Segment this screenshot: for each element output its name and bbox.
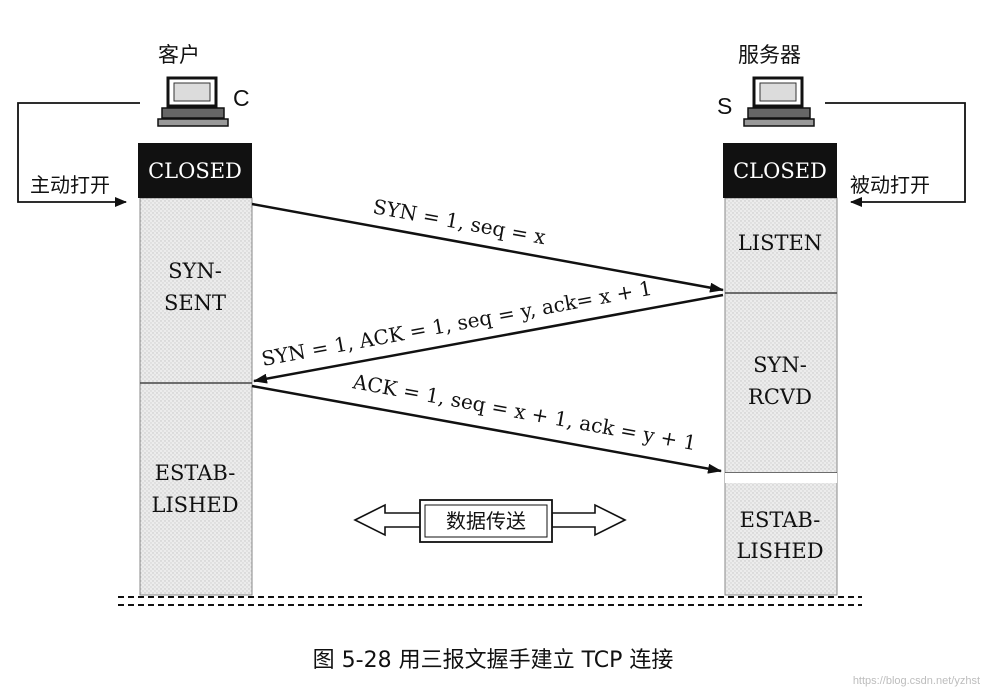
server-letter: S [717,93,732,119]
client-timeline [139,197,253,596]
server-syn-rcvd-line2: RCVD [748,385,812,409]
client-closed-label: CLOSED [148,159,242,183]
client-letter: C [233,85,250,111]
client-syn-sent-line1: SYN- [168,259,222,283]
active-open-label: 主动打开 [30,173,110,197]
client-syn-sent-line2: SENT [164,291,226,315]
server-established-line1: ESTAB- [740,508,821,532]
server-computer-icon [743,76,815,127]
active-open-arrow [17,102,140,207]
data-transfer-arrow [353,499,627,543]
syn-ack-arrow [253,293,724,384]
client-established-line1: ESTAB- [155,461,236,485]
passive-open-arrow [825,102,966,207]
client-title: 客户 [158,43,200,67]
client-closed-box [138,143,252,198]
server-gap [725,473,837,483]
server-listen-label: LISTEN [738,231,822,255]
server-title: 服务器 [738,43,801,67]
syn-arrow [251,202,724,293]
passive-open-label: 被动打开 [850,173,930,197]
server-timeline [724,197,838,596]
client-computer-icon [157,76,229,127]
watermark: https://blog.csdn.net/yzhst [853,675,980,687]
syn-ack-label: SYN = 1, ACK = 1, seq = y, ack= x + 1 [260,276,654,371]
data-transfer-label: 数据传送 [446,509,526,533]
server-established-line2: LISHED [736,539,823,563]
server-syn-rcvd-line1: SYN- [753,353,807,377]
server-closed-label: CLOSED [733,159,827,183]
figure-caption: 图 5-28 用三报文握手建立 TCP 连接 [313,648,674,673]
ack-arrow [251,384,722,474]
server-closed-box [723,143,837,198]
client-established-line2: LISHED [151,493,238,517]
